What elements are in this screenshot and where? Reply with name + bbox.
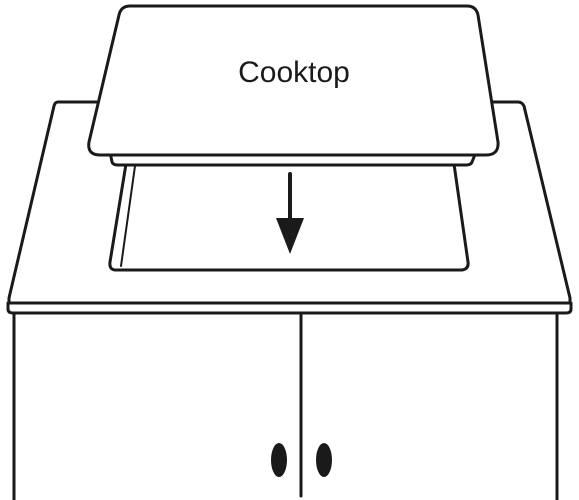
- cooktop-top-surface: [87, 4, 500, 157]
- cutout-inner-wall: [120, 165, 136, 267]
- cooktop-label: Cooktop: [238, 56, 350, 89]
- cabinet: [12, 306, 559, 500]
- right-door-knob: [316, 443, 332, 477]
- left-door-knob: [271, 443, 287, 477]
- cooktop: Cooktop: [87, 4, 500, 167]
- down-arrow-icon: [276, 172, 304, 254]
- countertop-front-edge: [6, 301, 573, 315]
- arrow-head: [276, 218, 304, 254]
